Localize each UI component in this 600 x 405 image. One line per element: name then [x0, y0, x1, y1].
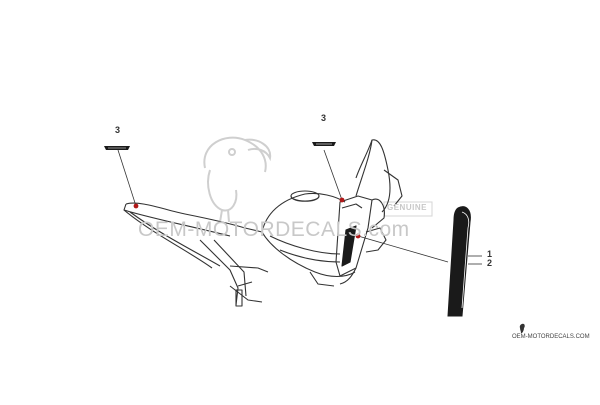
location-markers: [133, 197, 361, 239]
footer-bird-icon: [519, 323, 525, 333]
motorcycle-outline: [123, 139, 403, 307]
side-decal-strip: [447, 206, 471, 317]
leader-line-right: [357, 235, 449, 263]
marker-tank: [339, 197, 345, 203]
leader-lines: [117, 149, 482, 265]
callout-number-1: 1: [487, 249, 493, 259]
leader-line-tank-3: [323, 149, 343, 201]
watermark-main-text: OEM-MOTORDECALS.com: [138, 218, 410, 241]
callout-number-left: 3: [115, 125, 121, 135]
decal-shape-left: [104, 146, 130, 150]
marker-panel: [355, 233, 361, 239]
callout-number-tank: 3: [321, 113, 327, 123]
callout-number-2: 2: [487, 258, 493, 268]
leader-line-left-3: [117, 149, 137, 207]
watermark-genuine-text: GENUINE: [387, 203, 427, 212]
decal-shape-tank: [312, 142, 336, 146]
watermark-bird-logo: [203, 136, 272, 223]
footer-logo-text: OEM-MOTORDECALS.COM: [512, 334, 590, 340]
marker-seat: [133, 203, 139, 209]
footer-logo: OEM-MOTORDECALS.COM: [512, 323, 592, 342]
